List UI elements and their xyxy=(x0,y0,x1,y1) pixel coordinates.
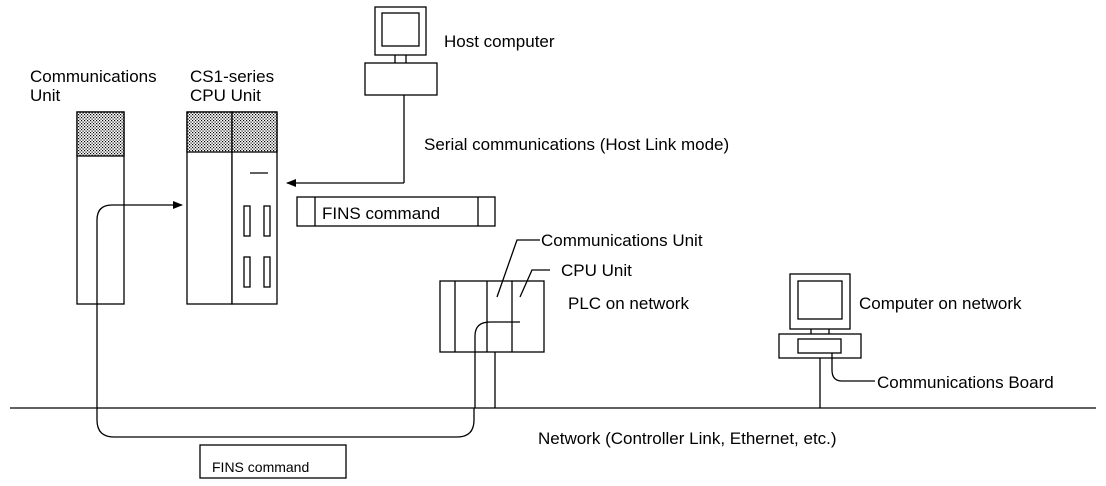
host-computer-icon xyxy=(364,6,438,96)
network-cpu-unit-label: CPU Unit xyxy=(561,261,632,280)
communications-board-label: Communications Board xyxy=(877,373,1054,392)
comm-board-leader xyxy=(831,353,875,382)
network-label: Network (Controller Link, Ethernet, etc.… xyxy=(538,429,837,448)
serial-link xyxy=(286,95,405,187)
network-computer-icon xyxy=(778,273,862,359)
network-route-path xyxy=(96,408,475,438)
fins-command-bottom-label: FINS command xyxy=(212,459,309,475)
plc-on-network-label: PLC on network xyxy=(568,294,689,313)
communications-unit-module xyxy=(76,111,125,305)
fins-command-top-label: FINS command xyxy=(322,204,440,223)
network-comm-unit-label: Communications Unit xyxy=(541,231,703,250)
fins-command-top-box xyxy=(296,196,496,227)
internal-route-arrow xyxy=(96,201,183,408)
comm-unit-leader xyxy=(496,239,540,298)
communications-unit-label-line2: Unit xyxy=(30,86,61,105)
plc-on-network-module xyxy=(439,280,545,408)
cs1-cpu-label-line1: CS1-series xyxy=(190,67,274,86)
computer-on-network-label: Computer on network xyxy=(859,294,1022,313)
host-computer-label: Host computer xyxy=(444,32,555,51)
cpu-unit-leader xyxy=(519,269,550,298)
communications-unit-label-line1: Communications xyxy=(30,67,157,86)
serial-comm-label: Serial communications (Host Link mode) xyxy=(424,135,729,154)
cs1-cpu-label-line2: CPU Unit xyxy=(190,86,261,105)
cs1-cpu-unit-module xyxy=(186,111,278,305)
fins-command-bottom-box xyxy=(199,444,347,479)
